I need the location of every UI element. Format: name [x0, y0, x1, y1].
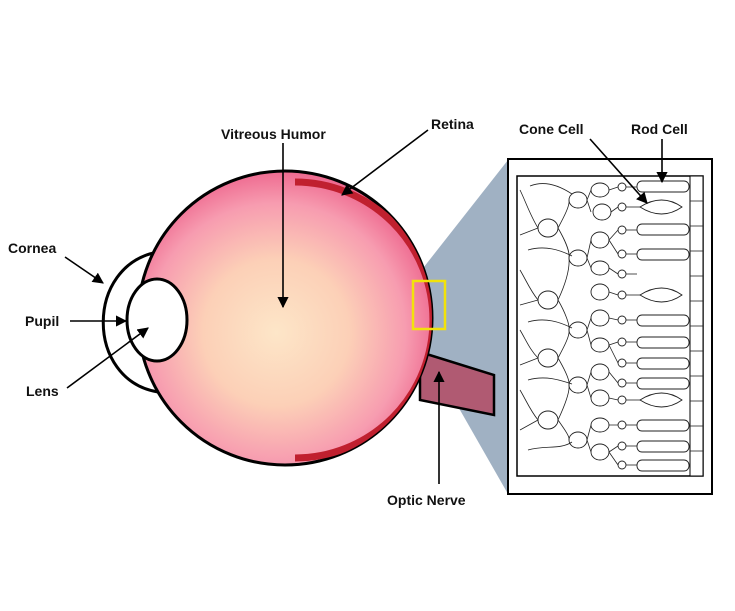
label-cone-cell: Cone Cell: [519, 121, 584, 137]
lens-arrow: [66, 327, 149, 389]
highlight-box: [411, 279, 447, 331]
label-vitreous-humor: Vitreous Humor: [221, 126, 326, 142]
retina-band: [294, 178, 432, 462]
bipolar-cells: [590, 182, 619, 466]
label-cornea: Cornea: [8, 240, 56, 256]
lens: [125, 277, 189, 363]
rod-cells: [636, 180, 690, 472]
label-lens: Lens: [26, 383, 59, 399]
cone-cells: [639, 199, 683, 408]
leader-lines: [64, 129, 668, 484]
retina-cell-inset: [507, 158, 713, 495]
ganglion-cells: [519, 183, 592, 453]
cornea-arrow: [64, 256, 104, 284]
label-rod-cell: Rod Cell: [631, 121, 688, 137]
label-pupil: Pupil: [25, 313, 59, 329]
photoreceptor-stalks: [626, 186, 640, 466]
cone-cell-arrow: [589, 138, 648, 204]
retina-arrow: [341, 129, 429, 196]
label-retina: Retina: [431, 116, 474, 132]
label-optic-nerve: Optic Nerve: [387, 492, 466, 508]
pigment-epithelium: [689, 175, 704, 477]
